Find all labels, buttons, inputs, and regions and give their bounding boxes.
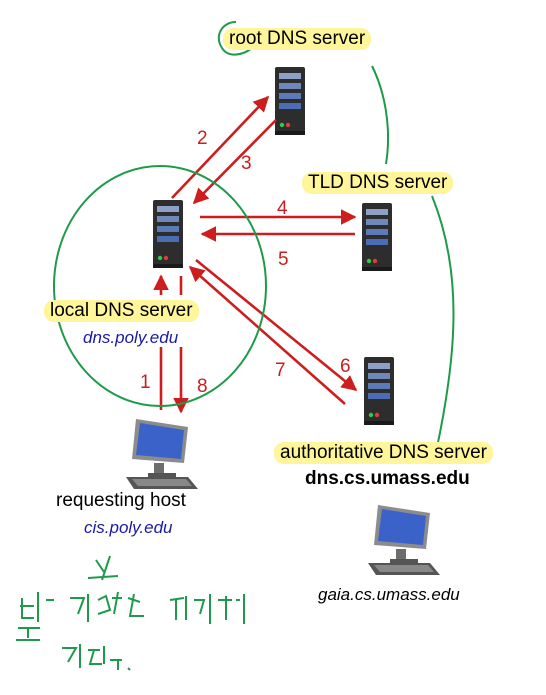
root-server-label: root DNS server (223, 28, 372, 50)
root-server-icon (275, 67, 305, 135)
tld-server-label: TLD DNS server (302, 172, 454, 194)
handwriting-1 (16, 592, 54, 641)
step-label-6: 6 (340, 356, 351, 377)
authoritative-server-icon (364, 357, 394, 425)
target-host-computer-icon (368, 505, 440, 575)
step-label-1: 1 (140, 372, 151, 393)
step-label-5: 5 (278, 249, 289, 270)
root-circle-mark (217, 21, 255, 56)
handwriting-3 (169, 594, 245, 624)
arrow-3 (192, 119, 277, 205)
requesting-host-label: requesting host (56, 490, 186, 511)
tld-server-icon (362, 203, 392, 271)
handwritten-annotations (16, 21, 455, 671)
target-host-hostname: gaia.cs.umass.edu (318, 585, 460, 604)
local-server-label: local DNS server (44, 300, 199, 322)
authoritative-server-label: authoritative DNS server (274, 442, 493, 464)
step-label-2: 2 (197, 128, 208, 149)
root-to-tld-stroke (371, 65, 389, 165)
step-label-3: 3 (241, 153, 252, 174)
local-server-hostname: dns.poly.edu (83, 328, 179, 347)
handwriting-4 (62, 644, 131, 671)
authoritative-server-hostname: dns.cs.umass.edu (305, 468, 470, 489)
local-server-icon (153, 200, 183, 268)
arrow-2 (171, 95, 270, 199)
step-label-4: 4 (277, 198, 288, 219)
tld-to-auth-stroke (431, 195, 455, 453)
step-label-8: 8 (197, 376, 208, 397)
step-label-7: 7 (275, 360, 286, 381)
local-server-circle (53, 165, 267, 407)
arrow-6 (195, 258, 358, 392)
requesting-host-computer-icon (126, 419, 198, 489)
requesting-host-hostname: cis.poly.edu (84, 518, 173, 537)
query-arrows (153, 95, 358, 414)
arrow-7 (188, 265, 346, 405)
down-mark (87, 555, 119, 581)
handwriting-2 (70, 591, 144, 622)
